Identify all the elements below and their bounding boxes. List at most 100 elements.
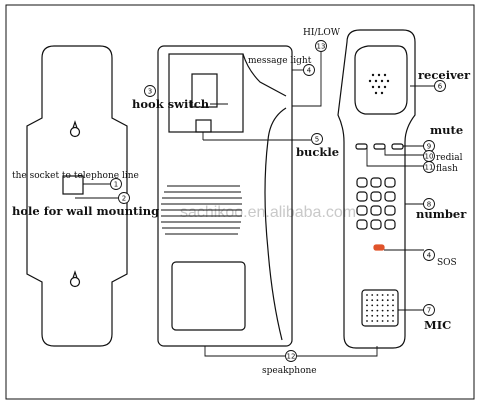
keypad-key	[370, 205, 382, 216]
mic-hole	[376, 299, 379, 302]
callout-8: 8	[427, 201, 431, 209]
mic-hole	[386, 294, 389, 296]
callout-7: 7	[427, 307, 431, 315]
mic-hole	[392, 294, 394, 296]
socket-box	[62, 175, 84, 195]
mic-hole	[381, 299, 384, 302]
callout-circles	[110, 40, 446, 362]
label-redial: redial	[436, 153, 463, 163]
buckle-tab	[195, 119, 212, 133]
mic-hole	[371, 320, 374, 322]
receiver-holes	[368, 73, 390, 95]
label-socket: the socket to telephone line	[12, 171, 139, 181]
mic-hole	[376, 314, 379, 317]
mic-hole	[392, 304, 394, 307]
label-sos: SOS	[437, 258, 457, 268]
handset-outline	[337, 29, 416, 349]
keypad	[356, 177, 396, 230]
label-hole: hole for wall mounting	[12, 204, 159, 218]
callout-9: 9	[427, 143, 431, 151]
keyhole-lower	[69, 276, 81, 288]
keypad-key	[356, 205, 368, 216]
keypad-key	[356, 191, 368, 202]
mic-hole	[366, 314, 368, 317]
callout-6: 6	[438, 83, 443, 91]
mic-hole	[366, 309, 368, 312]
leader-lines	[75, 52, 434, 357]
callout-12: 12	[287, 353, 296, 361]
keypad-key	[370, 177, 382, 188]
mic-hole	[376, 294, 379, 296]
callout-3: 3	[148, 88, 152, 96]
mic-hole	[366, 320, 368, 322]
mic-hole	[381, 294, 384, 296]
mic-hole	[376, 320, 379, 322]
callout-numbers: 1 2 3 5 4 13 6 9 10 11 8 4 7 12	[114, 43, 443, 361]
callout-11: 11	[425, 164, 434, 172]
base-unit	[157, 45, 293, 347]
callout-5: 5	[315, 136, 319, 144]
mic-hole	[376, 309, 379, 312]
callout-13: 13	[317, 43, 326, 51]
handset	[337, 29, 416, 349]
watermark: sachikoo.en.alibaba.com	[180, 204, 356, 221]
mic-holes	[366, 294, 394, 322]
keypad-key	[356, 177, 368, 188]
label-message-light: message light	[248, 56, 312, 66]
mic-hole	[386, 299, 389, 302]
mic-hole	[381, 304, 384, 307]
label-hi-low: HI/LOW	[303, 28, 341, 38]
mic-hole	[371, 299, 374, 302]
callout-10: 10	[425, 153, 434, 161]
mic-hole	[386, 320, 389, 322]
label-number: number	[416, 207, 467, 221]
flash-button	[391, 143, 404, 150]
mic-hole	[386, 314, 389, 317]
keyhole-lower-slot	[72, 270, 78, 279]
mic-hole	[366, 294, 368, 296]
base-lower-recess	[171, 261, 246, 331]
mic-hole	[366, 299, 368, 302]
mic-hole	[371, 309, 374, 312]
mic-hole	[392, 309, 394, 312]
keypad-key	[384, 219, 396, 230]
outer-border	[5, 4, 475, 400]
base-side-curve	[242, 53, 287, 341]
labels: the socket to telephone line hole for wa…	[12, 28, 471, 376]
sos-button	[373, 244, 385, 251]
callout-4-sos: 4	[427, 252, 432, 260]
bracket-outline	[26, 45, 128, 347]
keyhole-upper-slot	[72, 120, 78, 129]
mic-hole	[392, 320, 394, 322]
keypad-key	[370, 219, 382, 230]
mic-hole	[366, 304, 368, 307]
mic-hole	[381, 309, 384, 312]
label-mic: MIC	[424, 318, 451, 332]
mic-hole	[371, 314, 374, 317]
mic-hole	[376, 304, 379, 307]
label-hook-switch: hook switch	[132, 97, 210, 111]
mic-hole	[392, 314, 394, 317]
mic-hole	[386, 304, 389, 307]
keypad-key	[384, 177, 396, 188]
mic-hole	[371, 304, 374, 307]
base-outline	[157, 45, 293, 347]
label-buckle: buckle	[296, 145, 339, 159]
callout-4: 4	[307, 67, 312, 75]
callout-2: 2	[122, 195, 126, 203]
label-flash: flash	[436, 164, 458, 174]
receiver-cup	[354, 45, 408, 115]
keypad-key	[356, 219, 368, 230]
mic-hole	[386, 309, 389, 312]
callout-1: 1	[114, 181, 118, 189]
mic-hole	[381, 320, 384, 322]
speaker-grille	[161, 185, 242, 235]
keyhole-upper	[69, 126, 81, 138]
label-receiver: receiver	[418, 68, 471, 82]
mic-hole	[392, 299, 394, 302]
keypad-key	[384, 205, 396, 216]
label-speakphone: speakphone	[262, 366, 317, 376]
keypad-key	[384, 191, 396, 202]
keypad-key	[370, 191, 382, 202]
